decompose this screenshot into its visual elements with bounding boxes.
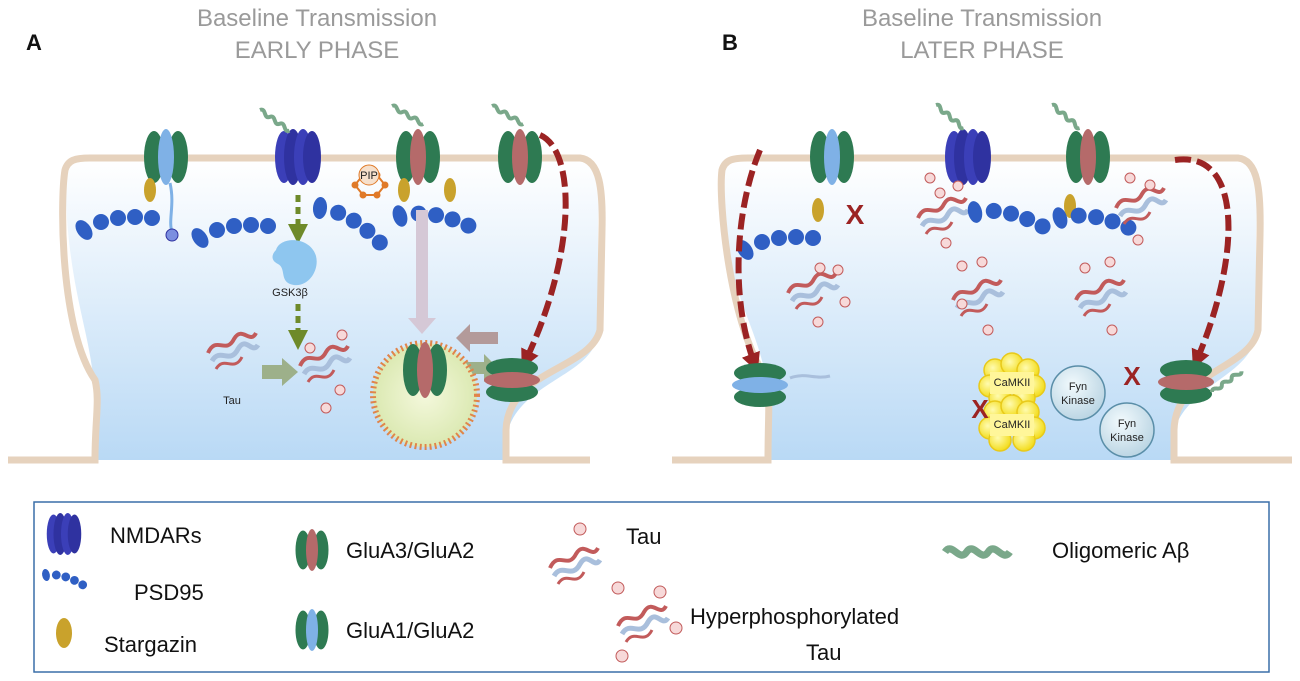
legend-tau: Tau (626, 524, 661, 549)
ampa-glua3-glua2 (1066, 129, 1110, 185)
svg-text:Fyn: Fyn (1118, 418, 1136, 430)
glua3-glua2-icon (295, 529, 329, 571)
ampa-glua3-glua2 (396, 129, 440, 185)
stargazin (444, 178, 456, 202)
ampa-glua1-glua2 (144, 129, 188, 185)
panel-a-membrane (8, 154, 606, 464)
panel-a-cell-body (65, 160, 599, 460)
legend-oligomeric-abeta: Oligomeric Aβ (1052, 538, 1189, 563)
svg-text:Fyn: Fyn (1069, 381, 1087, 393)
oligomeric-abeta (489, 102, 527, 128)
pip-lipid: PIP (351, 164, 389, 199)
conversion-arrow (262, 358, 298, 386)
blocked-x: X (1123, 361, 1141, 391)
panel-b-cell-body (720, 160, 1257, 460)
panel-b-title: Baseline Transmission (862, 5, 1102, 32)
lateral-diffusion-arrow (1174, 156, 1232, 370)
ampa-glua3-glua2 (498, 129, 542, 185)
legend-box (33, 501, 1270, 673)
blocked-x: X (971, 394, 989, 424)
panel-a: A Baseline Transmission EARLY PHASE PIP (8, 5, 606, 464)
stargazin (144, 178, 156, 202)
tau-label: Tau (223, 395, 241, 407)
stargazin (398, 178, 410, 202)
camkii-label: CaMKII (994, 419, 1031, 431)
camkii: CaMKII (978, 394, 1046, 452)
gsk3b: GSK3β (272, 240, 317, 299)
legend: NMDARs PSD95 Stargazin GluA3/GluA2 GluA1… (33, 501, 1270, 673)
endocytosis-arrow (408, 210, 436, 334)
nmdars-icon (46, 513, 82, 555)
panel-b-subtitle: LATER PHASE (900, 37, 1064, 64)
ampa-glua3-glua2-lateral (1158, 360, 1214, 404)
nmdar (945, 129, 991, 185)
stargazin (812, 198, 824, 222)
legend-nmdars: NMDARs (110, 523, 202, 548)
oligomeric-abeta (389, 102, 427, 128)
oligomeric-abeta (1048, 101, 1083, 132)
panel-a-subtitle: EARLY PHASE (235, 37, 400, 64)
panel-a-title: Baseline Transmission (197, 5, 437, 32)
oligomeric-abeta-icon (945, 549, 1010, 555)
fyn-kinase: Fyn Kinase (1050, 365, 1106, 421)
oligomeric-abeta (932, 101, 967, 132)
ampa-glua3-glua2-lateral (484, 358, 540, 402)
lateral-diffusion-arrow (521, 132, 569, 369)
svg-text:Kinase: Kinase (1110, 432, 1144, 444)
legend-glua1-glua2: GluA1/GluA2 (346, 618, 474, 643)
recycling-arrow (456, 324, 498, 352)
camkii-label: CaMKII (994, 377, 1031, 389)
endosome-vesicle (370, 340, 480, 450)
glua1-glua2-icon (295, 609, 329, 651)
ampa-glua1-glua2-lateral (732, 363, 788, 407)
ampa-glua3-glua2 (403, 342, 447, 398)
panel-a-label: A (26, 30, 42, 55)
legend-glua3-glua2: GluA3/GluA2 (346, 538, 474, 563)
legend-hyper-tau: Tau (806, 640, 841, 665)
pip-label: PIP (360, 170, 378, 182)
fyn-kinase: Fyn Kinase (1099, 402, 1155, 458)
oligomeric-abeta (257, 106, 293, 135)
exocytosis-arrow (462, 354, 498, 382)
lateral-diffusion-arrow (735, 148, 763, 373)
stargazin-icon (56, 618, 72, 648)
ampa-glua1-glua2 (810, 129, 854, 185)
blocked-x: X (846, 199, 865, 230)
legend-hyperphosphorylated: Hyperphosphorylated (690, 604, 899, 629)
panel-b: B Baseline Transmission LATER PHASE X (672, 5, 1292, 464)
legend-psd95: PSD95 (134, 580, 204, 605)
legend-stargazin: Stargazin (104, 632, 197, 657)
panel-b-label: B (722, 30, 738, 55)
nmdar (275, 129, 321, 185)
svg-text:Kinase: Kinase (1061, 395, 1095, 407)
gsk3b-label: GSK3β (272, 287, 308, 299)
